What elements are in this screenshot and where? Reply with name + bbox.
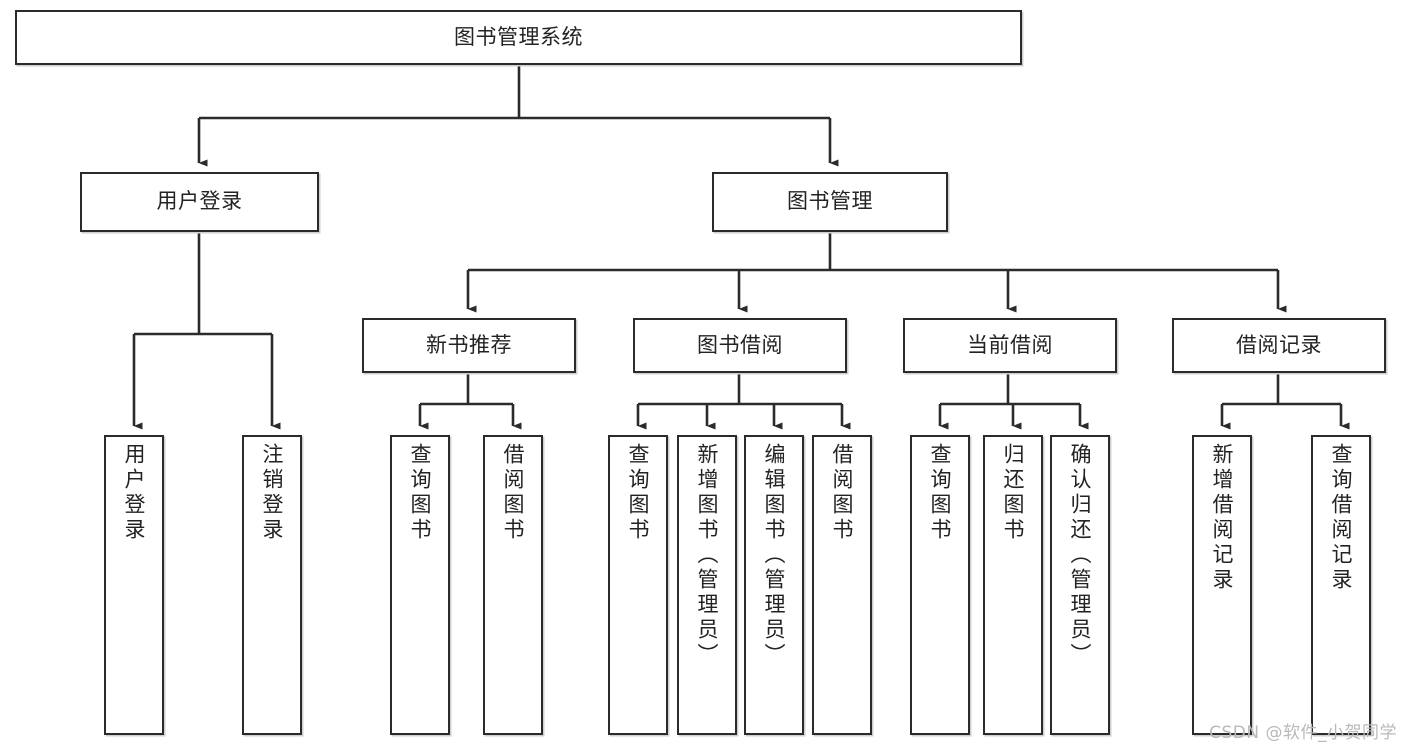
leaf-query-borrow-record-label: 查询借阅记录 (1329, 443, 1354, 593)
node-user-login[interactable]: 用户登录 (80, 172, 319, 232)
node-book-borrow-label: 图书借阅 (697, 332, 783, 357)
node-current-borrow[interactable]: 当前借阅 (903, 318, 1117, 373)
leaf-return-book-label: 归还图书 (1001, 443, 1026, 543)
watermark: CSDN @软件_小贺同学 (1209, 723, 1397, 743)
node-new-book-recommend[interactable]: 新书推荐 (362, 318, 576, 373)
leaf-borrow-book-2-label: 借阅图书 (830, 443, 855, 543)
leaf-query-borrow-record[interactable]: 查询借阅记录 (1311, 435, 1371, 735)
leaf-logout[interactable]: 注销登录 (242, 435, 302, 735)
leaf-query-book-2-label: 查询图书 (626, 443, 651, 543)
leaf-user-login-label: 用户登录 (122, 443, 147, 543)
leaf-confirm-return-admin[interactable]: 确认归还（管理员） (1050, 435, 1110, 735)
leaf-logout-label: 注销登录 (260, 443, 285, 543)
node-new-book-recommend-label: 新书推荐 (426, 332, 512, 357)
leaf-edit-book-admin[interactable]: 编辑图书（管理员） (744, 435, 804, 735)
leaf-confirm-return-admin-label: 确认归还（管理员） (1068, 443, 1093, 668)
leaf-user-login[interactable]: 用户登录 (104, 435, 164, 735)
leaf-query-book-3[interactable]: 查询图书 (910, 435, 970, 735)
leaf-query-book-1-label: 查询图书 (408, 443, 433, 543)
node-book-management-label: 图书管理 (787, 189, 873, 214)
leaf-edit-book-admin-label: 编辑图书（管理员） (762, 443, 787, 668)
leaf-query-book-1[interactable]: 查询图书 (390, 435, 450, 735)
leaf-add-borrow-record-label: 新增借阅记录 (1210, 443, 1235, 593)
node-user-login-label: 用户登录 (156, 189, 243, 214)
leaf-add-book-admin[interactable]: 新增图书（管理员） (677, 435, 737, 735)
node-borrow-record-label: 借阅记录 (1236, 332, 1322, 357)
node-borrow-record[interactable]: 借阅记录 (1172, 318, 1386, 373)
node-current-borrow-label: 当前借阅 (967, 332, 1053, 357)
leaf-query-book-3-label: 查询图书 (928, 443, 953, 543)
node-root-label: 图书管理系统 (454, 24, 583, 49)
node-book-borrow[interactable]: 图书借阅 (633, 318, 847, 373)
leaf-add-borrow-record[interactable]: 新增借阅记录 (1192, 435, 1252, 735)
leaf-borrow-book-1-label: 借阅图书 (501, 443, 526, 543)
leaf-borrow-book-2[interactable]: 借阅图书 (812, 435, 872, 735)
leaf-return-book[interactable]: 归还图书 (983, 435, 1043, 735)
leaf-query-book-2[interactable]: 查询图书 (608, 435, 668, 735)
node-book-management[interactable]: 图书管理 (712, 172, 948, 232)
node-root[interactable]: 图书管理系统 (15, 10, 1022, 65)
leaf-borrow-book-1[interactable]: 借阅图书 (483, 435, 543, 735)
leaf-add-book-admin-label: 新增图书（管理员） (695, 443, 720, 668)
